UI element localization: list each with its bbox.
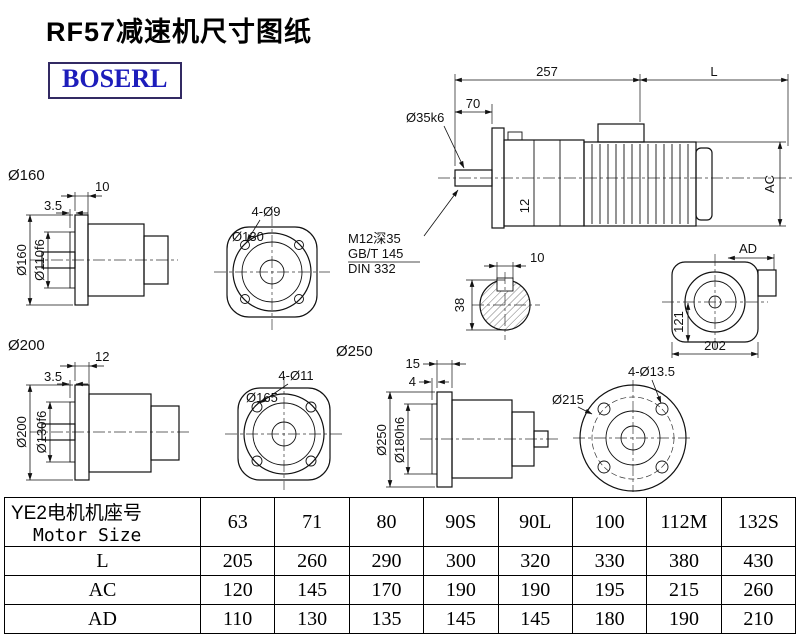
value-cell: 205	[199, 546, 276, 576]
flange215-front-view: 4-Ø13.5 Ø215	[552, 364, 693, 492]
dim-38: 38	[452, 298, 467, 312]
value-cell: 290	[348, 546, 425, 576]
dim-3-5: 3.5	[44, 198, 62, 213]
dim-d110: Ø110f6	[32, 239, 47, 281]
value-cell: 195	[571, 575, 648, 605]
flange160-side-view: Ø160 10 3.5 Ø160	[8, 167, 178, 306]
row-label: AD	[4, 604, 201, 634]
dim-4-holes-13-5: 4-Ø13.5	[628, 364, 675, 379]
dimension-table: YE2电机机座号 Motor Size 63 71 80 90S 90L 100…	[4, 497, 797, 634]
technical-drawings: 257 L 70 Ø35k6 AC 12 M12深35 GB/T 145 DIN…	[8, 64, 795, 492]
motor-size-header-cell: YE2电机机座号 Motor Size	[4, 497, 201, 547]
page-title: RF57减速机尺寸图纸	[46, 17, 313, 47]
dim-AC: AC	[762, 175, 777, 193]
value-cell: 180	[571, 604, 648, 634]
value-cell: 210	[720, 604, 797, 634]
size-cell: 112M	[646, 497, 722, 547]
motor-size-label-en: Motor Size	[33, 525, 142, 546]
dim-d165: Ø165	[246, 390, 278, 405]
value-cell: 145	[423, 604, 499, 634]
flange160-label: Ø160	[8, 167, 45, 184]
flange200-label: Ø200	[8, 337, 45, 354]
value-cell: 190	[423, 575, 499, 605]
value-cell: 110	[199, 604, 276, 634]
dim-70: 70	[466, 96, 480, 111]
dim-10: 10	[95, 179, 109, 194]
dim-121: 121	[671, 311, 686, 333]
dim-d160: Ø160	[14, 244, 29, 276]
dim-12b: 12	[95, 349, 109, 364]
dim-202: 202	[704, 338, 726, 353]
value-cell: 260	[274, 546, 350, 576]
dim-d180h6: Ø180h6	[392, 417, 407, 463]
value-cell: 380	[646, 546, 722, 576]
table-header-row: YE2电机机座号 Motor Size 63 71 80 90S 90L 100…	[4, 497, 797, 547]
size-cell: 90L	[497, 497, 573, 547]
tap-hole-note-3: DIN 332	[348, 261, 396, 276]
brand-logo: BOSERL	[48, 62, 182, 99]
dim-12: 12	[517, 199, 532, 213]
value-cell: 145	[274, 575, 350, 605]
value-cell: 120	[199, 575, 276, 605]
dim-d130f6: Ø130f6	[34, 411, 49, 454]
dim-257: 257	[536, 64, 558, 79]
value-cell: 330	[571, 546, 648, 576]
flange250-side-view: 15 4 Ø250 Ø180h6	[374, 356, 560, 488]
dim-d215: Ø215	[552, 392, 584, 407]
dim-4-holes-11: 4-Ø11	[278, 368, 313, 383]
motor-rear-view: AD 121 202	[662, 241, 777, 358]
value-cell: 300	[423, 546, 499, 576]
value-cell: 135	[348, 604, 425, 634]
dim-d250: Ø250	[374, 424, 389, 456]
size-cell: 90S	[423, 497, 499, 547]
dim-key-10: 10	[530, 250, 544, 265]
table-row-AC: AC 120 145 170 190 190 195 215 260	[4, 575, 797, 605]
dim-4: 4	[409, 374, 416, 389]
row-label: L	[4, 546, 201, 576]
value-cell: 130	[274, 604, 350, 634]
shaft-diameter-label: Ø35k6	[406, 110, 444, 125]
value-cell: 260	[720, 575, 797, 605]
table-row-AD: AD 110 130 135 145 145 180 190 210	[4, 604, 797, 634]
motor-size-label-cn: YE2电机机座号	[11, 503, 142, 524]
value-cell: 190	[497, 575, 573, 605]
size-cell: 100	[571, 497, 648, 547]
dim-15: 15	[406, 356, 420, 371]
table-row-L: L 205 260 290 300 320 330 380 430	[4, 546, 797, 576]
value-cell: 170	[348, 575, 425, 605]
value-cell: 145	[497, 604, 573, 634]
size-cell: 80	[348, 497, 425, 547]
dim-4-holes-9: 4-Ø9	[252, 204, 281, 219]
size-cell: 63	[199, 497, 276, 547]
size-cell: 132S	[720, 497, 797, 547]
value-cell: 320	[497, 546, 573, 576]
flange250-group-label: Ø250	[336, 343, 373, 360]
value-cell: 215	[646, 575, 722, 605]
flange200-side-view: Ø200 12 3.5 Ø200	[8, 337, 190, 481]
size-cell: 71	[274, 497, 350, 547]
dim-AD: AD	[739, 241, 757, 256]
value-cell: 430	[720, 546, 797, 576]
flange130-front-view: 4-Ø9 Ø130	[214, 204, 330, 330]
row-label: AC	[4, 575, 201, 605]
dim-3-5b: 3.5	[44, 369, 62, 384]
flange165-front-view: Ø250 4-Ø11 Ø165	[225, 343, 373, 490]
tap-hole-note-1: M12深35	[348, 231, 401, 246]
dim-d130: Ø130	[232, 229, 264, 244]
value-cell: 190	[646, 604, 722, 634]
main-assembly-view: 257 L 70 Ø35k6 AC 12 M12深35 GB/T 145 DIN…	[348, 64, 795, 276]
tap-hole-note-2: GB/T 145	[348, 246, 403, 261]
dim-d200: Ø200	[14, 416, 29, 448]
dim-L: L	[710, 64, 717, 79]
shaft-key-section-view: 10 38	[452, 250, 544, 340]
